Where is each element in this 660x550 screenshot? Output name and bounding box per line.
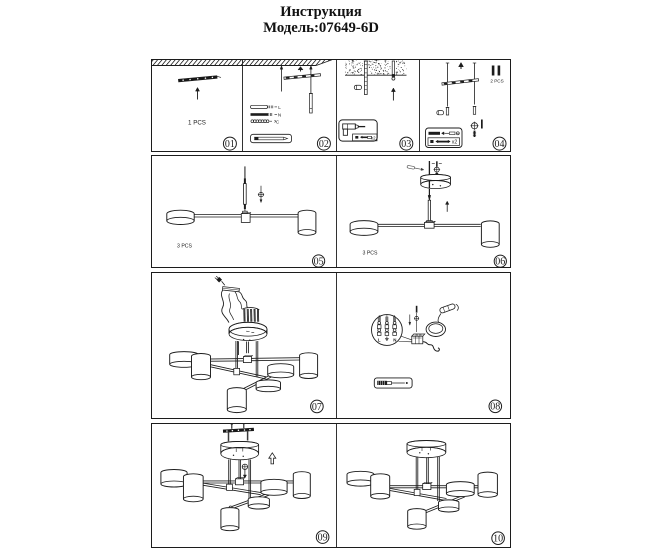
svg-text:09: 09: [318, 533, 328, 544]
svg-text:2 PCS: 2 PCS: [490, 79, 503, 84]
svg-text:08: 08: [490, 402, 500, 413]
svg-text:02: 02: [319, 139, 329, 150]
svg-text:N: N: [278, 113, 281, 118]
svg-text:01: 01: [225, 139, 235, 150]
svg-text:x2: x2: [371, 135, 376, 140]
svg-text:L: L: [378, 338, 381, 343]
svg-text:L: L: [278, 105, 281, 110]
svg-text:x2: x2: [452, 140, 458, 146]
svg-text:05: 05: [314, 256, 324, 267]
svg-text:06: 06: [495, 257, 505, 268]
svg-text:07: 07: [312, 402, 322, 413]
svg-text:3 PCS: 3 PCS: [363, 251, 379, 257]
svg-text:1 PCS: 1 PCS: [188, 120, 206, 127]
svg-text:C: C: [276, 119, 280, 124]
svg-text:04: 04: [495, 139, 505, 150]
svg-text:10: 10: [493, 534, 503, 545]
svg-text:N: N: [393, 338, 396, 343]
svg-text:03: 03: [401, 139, 411, 150]
svg-text:3 PCS: 3 PCS: [177, 244, 193, 250]
